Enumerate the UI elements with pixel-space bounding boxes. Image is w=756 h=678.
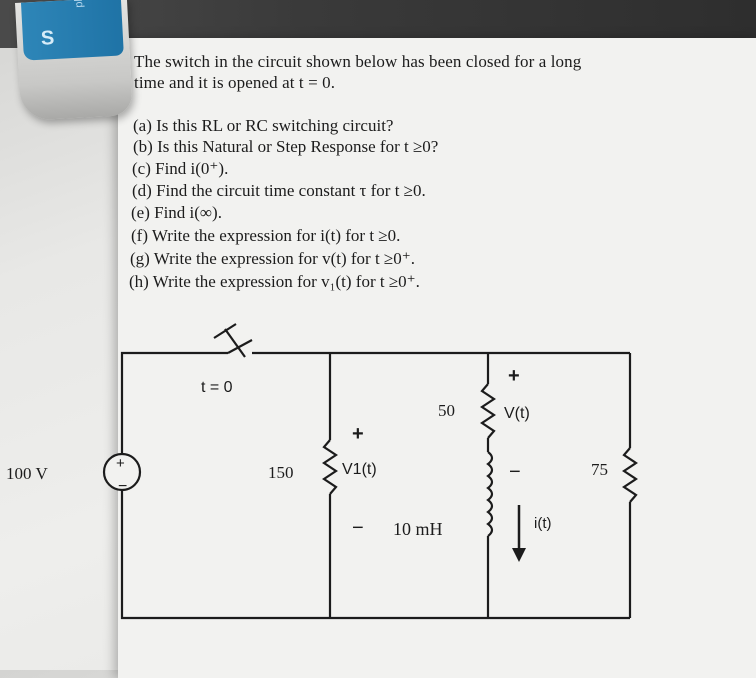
wire-top-left [120, 351, 228, 455]
problem-intro-line1: The switch in the circuit shown below ha… [134, 52, 582, 71]
i-label: i(t) [534, 515, 552, 532]
circuit-wires [120, 323, 638, 620]
r75-label: 75 [591, 460, 608, 479]
v1-minus: − [352, 517, 364, 539]
question-h: (h) Write the expression for v₁(t) for t… [129, 272, 420, 291]
v1-plus: + [352, 423, 364, 445]
question-a: (a) Is this RL or RC switching circuit? [133, 116, 394, 135]
voltage-source-icon [102, 452, 142, 492]
v1-label: V1(t) [342, 461, 377, 478]
wire-bottom-left [120, 490, 330, 620]
question-g: (g) Write the expression for v(t) for t … [130, 249, 415, 268]
resistor-150-icon [322, 439, 338, 495]
inductor-label: 10 mH [393, 519, 443, 539]
question-d: (d) Find the circuit time constant τ for… [132, 181, 426, 200]
source-minus: − [118, 478, 127, 495]
current-arrow-icon [512, 505, 526, 562]
source-label: 100 V [6, 464, 48, 483]
r50-label: 50 [438, 401, 455, 420]
r150-label: 150 [268, 463, 294, 482]
v-plus: + [508, 365, 520, 387]
resistor-75-icon [622, 447, 638, 503]
source-plus: + [116, 455, 125, 472]
v-label: V(t) [504, 405, 530, 422]
question-f: (f) Write the expression for i(t) for t … [131, 226, 401, 245]
question-c: (c) Find i(0⁺). [132, 159, 229, 178]
paper-sheet [118, 38, 756, 678]
resistor-50-icon [480, 383, 496, 439]
question-b: (b) Is this Natural or Step Response for… [133, 137, 439, 156]
inductor-icon [486, 451, 494, 537]
switch-label: t = 0 [201, 379, 233, 396]
question-e: (e) Find i(∞). [131, 203, 222, 222]
v-minus: − [509, 461, 521, 483]
problem-intro-line2: time and it is opened at t = 0. [134, 73, 336, 92]
switch-mark-icon [213, 323, 246, 358]
switch-blade [227, 339, 253, 354]
